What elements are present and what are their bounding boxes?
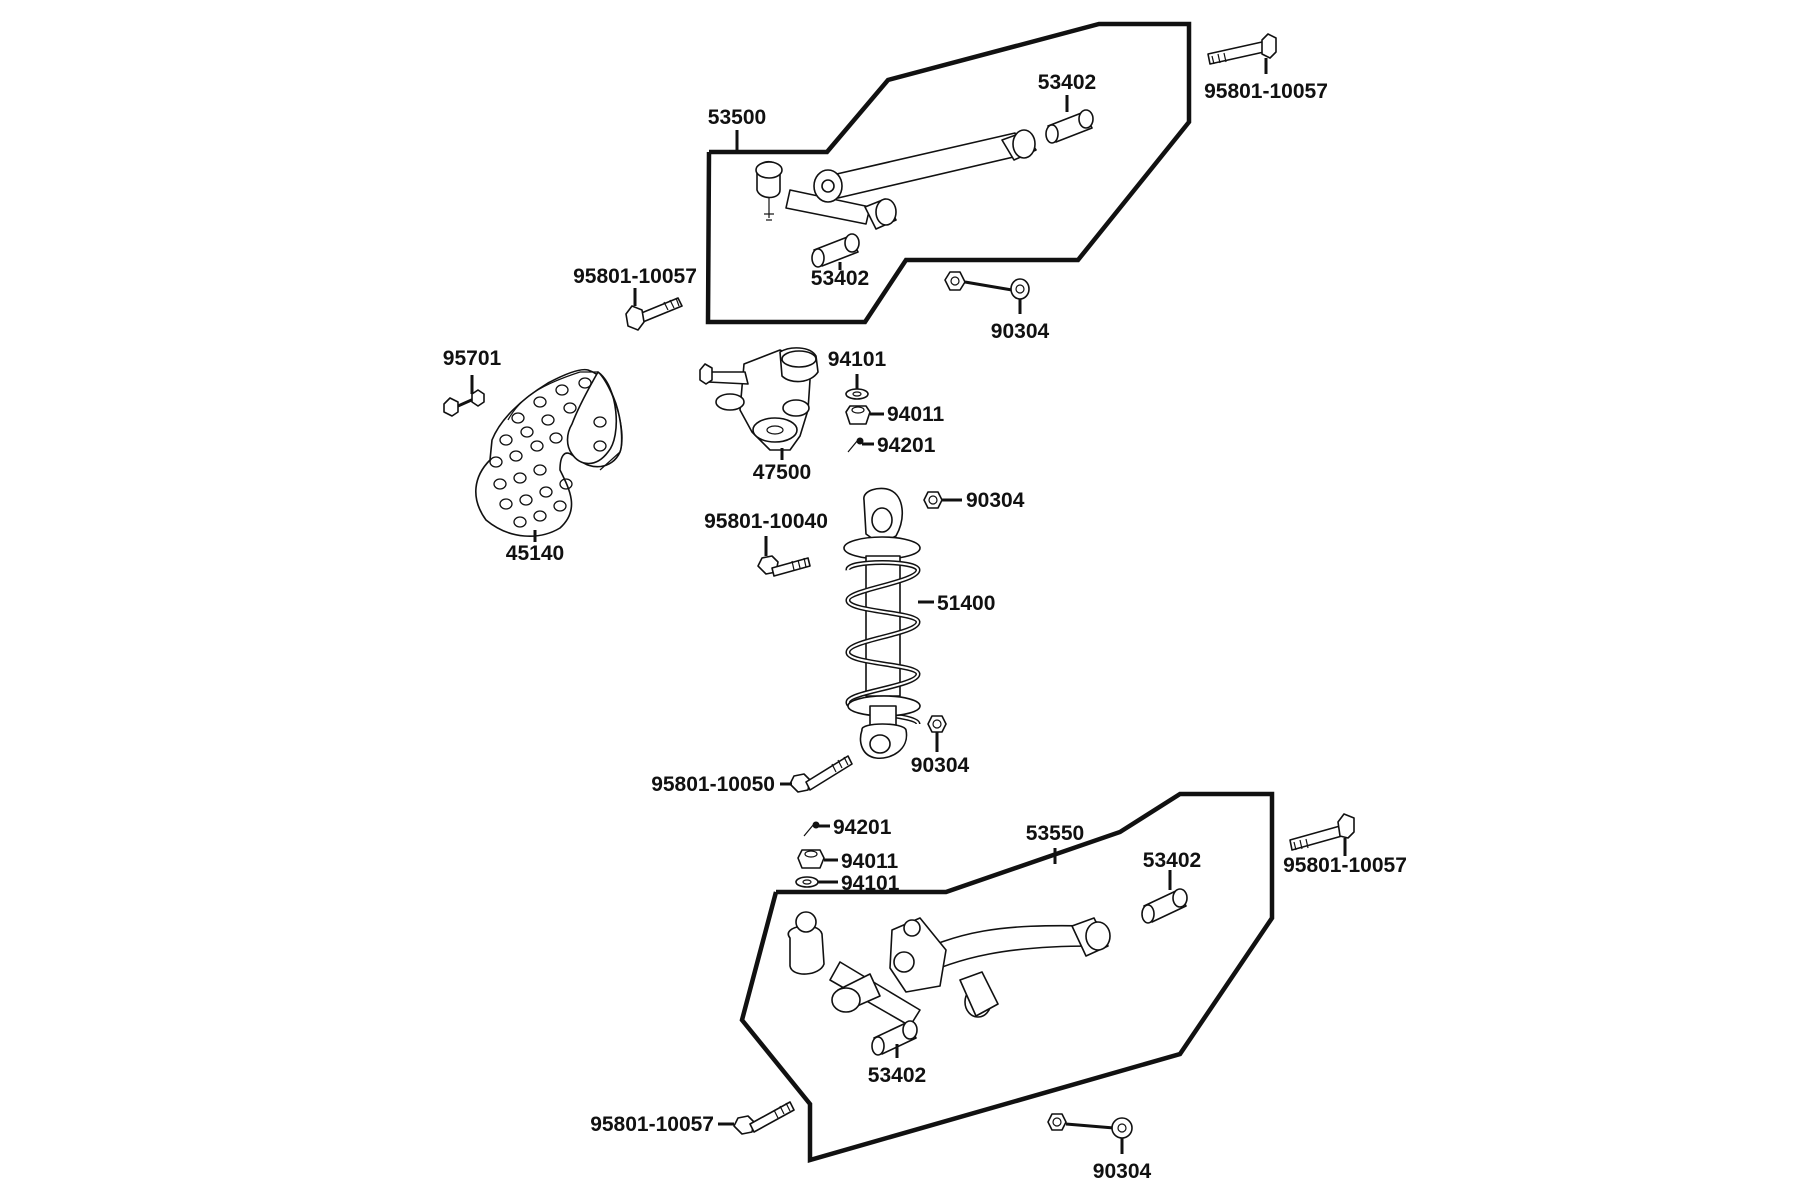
label-53402-upper-top: 53402: [1038, 71, 1096, 94]
label-53550: 53550: [1026, 822, 1084, 845]
shock-bolt-top[interactable]: [757, 555, 811, 577]
label-53402-upper-bottom: 53402: [811, 267, 869, 290]
label-90304-shock-top: 90304: [966, 489, 1025, 512]
label-90304-upper: 90304: [991, 320, 1050, 343]
label-51400: 51400: [937, 592, 995, 615]
label-95801-10057-upper-right: 95801-10057: [1204, 80, 1328, 103]
lower-arm-frame: [739, 791, 1275, 1163]
shock-absorber[interactable]: [843, 487, 921, 759]
lower-arm-group: 94201 94011 94101: [590, 791, 1407, 1183]
label-53402-lower-bottom: 53402: [868, 1064, 926, 1087]
upper-bolt-right[interactable]: [1207, 33, 1277, 65]
label-90304-lower: 90304: [1093, 1160, 1152, 1183]
label-53402-lower-top: 53402: [1143, 849, 1201, 872]
upper-bolt-left[interactable]: [625, 297, 683, 331]
label-90304-shock-bottom: 90304: [911, 754, 970, 777]
upper-arm-frame: [705, 21, 1192, 325]
shock-nut-top[interactable]: [923, 491, 962, 509]
label-53500: 53500: [708, 106, 766, 129]
lower-bush-top[interactable]: [1141, 888, 1188, 924]
lower-bolt-left[interactable]: [718, 1101, 795, 1135]
label-95801-10057-lower-right: 95801-10057: [1283, 854, 1407, 877]
brake-disc[interactable]: [475, 368, 623, 537]
lower-nut[interactable]: [1047, 1113, 1133, 1139]
label-95801-10050: 95801-10050: [651, 773, 775, 796]
lower-bolt-right[interactable]: [1289, 813, 1355, 851]
castle-nut-lower[interactable]: [797, 849, 838, 869]
lower-bush-bottom[interactable]: [871, 1020, 918, 1056]
upper-a-arm[interactable]: [755, 129, 1037, 230]
lower-a-arm[interactable]: [787, 911, 1111, 1027]
middle-group: 95701 45140: [443, 347, 1025, 796]
upper-bush-top[interactable]: [1045, 109, 1094, 144]
label-95801-10057-upper-left: 95801-10057: [573, 265, 697, 288]
cotter-pin-upper[interactable]: [847, 437, 874, 453]
label-94201-lower: 94201: [833, 816, 892, 839]
disc-bolt[interactable]: [443, 389, 485, 417]
upper-bush-bottom[interactable]: [811, 233, 860, 268]
label-94011-upper: 94011: [887, 403, 945, 426]
label-95701: 95701: [443, 347, 502, 370]
label-94101-lower: 94101: [841, 872, 900, 895]
label-94011-lower: 94011: [841, 850, 899, 873]
shock-nut-bottom[interactable]: [927, 715, 947, 733]
shock-bolt-bottom[interactable]: [780, 755, 853, 793]
upper-arm-group: 53500 53402 53402 95801-10057: [573, 21, 1328, 343]
washer-upper[interactable]: [845, 388, 869, 400]
upper-nut[interactable]: [944, 271, 1030, 300]
cotter-pin-lower[interactable]: [803, 821, 830, 837]
label-94101-upper: 94101: [828, 348, 887, 371]
label-94201-upper: 94201: [877, 434, 936, 457]
castle-nut-upper[interactable]: [845, 405, 884, 425]
label-47500: 47500: [753, 461, 811, 484]
washer-lower[interactable]: [795, 876, 838, 888]
label-45140: 45140: [506, 542, 564, 565]
label-95801-10040: 95801-10040: [704, 510, 828, 533]
label-95801-10057-lower-left: 95801-10057: [590, 1113, 714, 1136]
steering-knuckle[interactable]: [699, 347, 819, 451]
